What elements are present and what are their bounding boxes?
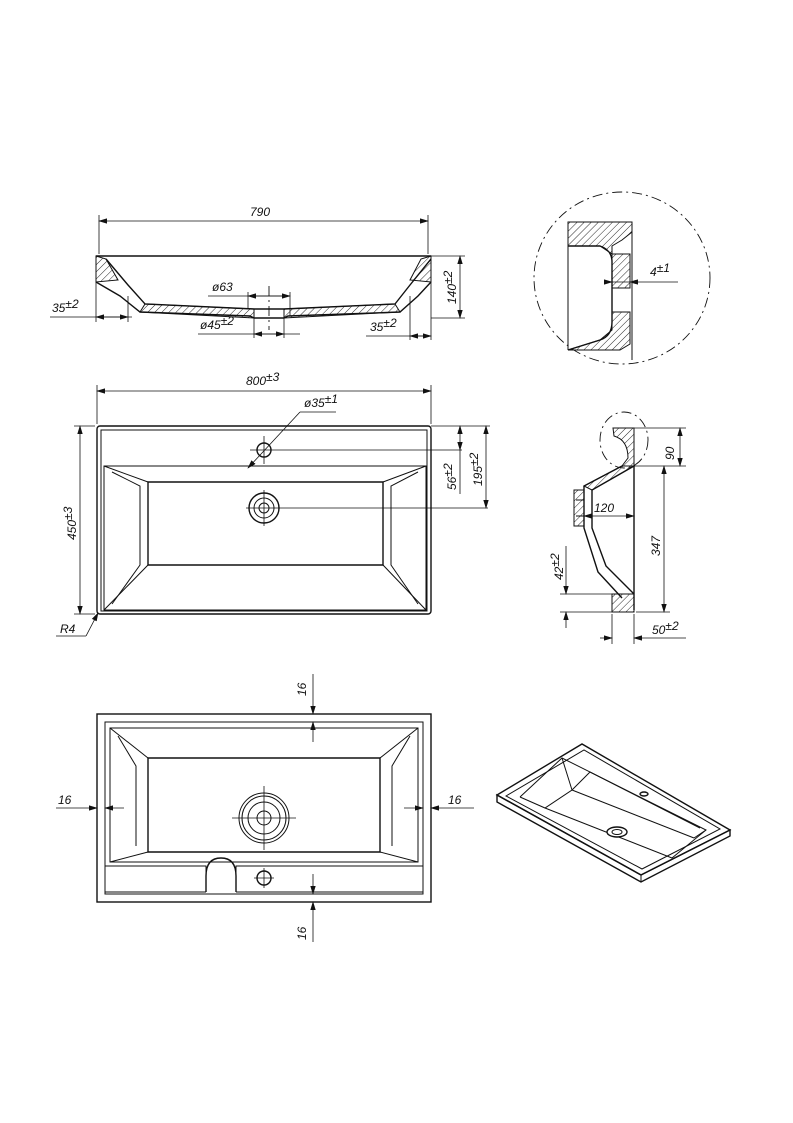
dim-total-347: 347	[649, 535, 663, 556]
side-lip-cut	[611, 593, 635, 613]
dim-drain-45: ø45±2	[200, 314, 234, 332]
iso-basin-edge	[519, 757, 707, 859]
side-drain-stub	[573, 489, 585, 527]
detail-wall-cut	[611, 253, 631, 289]
iso-tap-hole	[639, 791, 649, 797]
front-left-rim-cut	[95, 255, 119, 283]
top-outer-outline	[96, 425, 432, 615]
dim-tap-hole-35: ø35±1	[304, 392, 338, 410]
top-basin-outer	[103, 465, 427, 611]
top-view: ø35±1 800±3 450±3 56±2 195±2 R4	[56, 370, 490, 637]
dim-rim-90: 90	[663, 446, 677, 460]
dim-front-42: 42±2	[548, 553, 566, 580]
detail-base-cut	[567, 311, 631, 351]
dim-wall-4: 4±1	[650, 261, 670, 279]
dim-width-790: 790	[250, 205, 270, 219]
top-inner-outline	[100, 429, 428, 612]
dim-margin-top-16: 16	[295, 682, 309, 696]
front-shell-cut	[139, 303, 401, 319]
iso-drain	[606, 826, 628, 838]
dim-tap-offset-56: 56±2	[441, 463, 459, 490]
dim-drain-offset-195: 195±2	[467, 452, 485, 486]
detail-inner-profile	[567, 245, 613, 351]
iso-rim-inner	[504, 749, 722, 870]
dim-drain-depth-120: 120	[594, 501, 614, 515]
dim-edge-right-35: 35±2	[370, 316, 397, 334]
bottom-front-strip	[105, 865, 423, 893]
detail-circle-view: 4±1	[533, 191, 711, 365]
dim-width-800: 800±3	[246, 370, 280, 388]
dim-edge-left-35: 35±2	[52, 297, 79, 315]
dim-corner-radius: R4	[60, 622, 76, 636]
detail-boundary	[533, 191, 711, 365]
isometric-view	[495, 743, 732, 883]
dim-lip-50: 50±2	[652, 619, 679, 637]
bottom-view: 16 16 16 16	[56, 674, 474, 942]
dim-margin-bottom-16: 16	[295, 926, 309, 940]
dim-margin-right-16: 16	[448, 793, 462, 807]
bottom-notch	[205, 857, 237, 892]
front-section-view: 790 140±2 ø63 ø45±2 35±2 35±2	[50, 205, 465, 340]
side-outer-profile	[591, 465, 635, 595]
side-section-view: 90 347 120 42±2 50±2	[548, 411, 686, 644]
front-basin-inner	[105, 258, 432, 310]
dim-margin-left-16: 16	[58, 793, 72, 807]
dim-drain-63: ø63	[212, 280, 233, 294]
dim-depth-450: 450±3	[61, 506, 79, 540]
detail-rim-cut	[567, 221, 633, 255]
dim-height-140: 140±2	[441, 270, 459, 304]
side-inner-profile	[583, 465, 623, 599]
side-rim-cut	[612, 427, 635, 467]
front-right-rim-cut	[409, 255, 432, 283]
iso-top-outline	[495, 743, 732, 876]
